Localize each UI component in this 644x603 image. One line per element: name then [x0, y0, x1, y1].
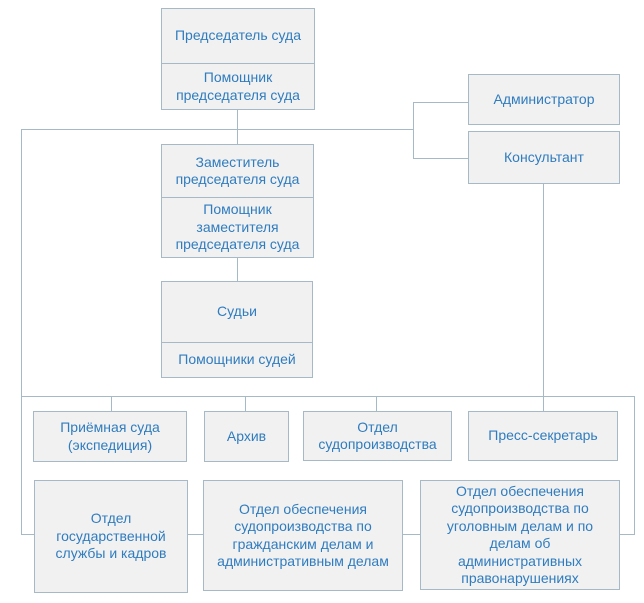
node-chairman-assistant: Помощник председателя суда: [162, 63, 314, 109]
node-archive: Архив: [204, 411, 289, 462]
node-group-judges: Судьи Помощники судей: [161, 281, 313, 378]
connector-trunk-bottom-horizontal: [21, 396, 635, 397]
connector-drop-archive: [245, 396, 246, 411]
connector-civil-cases-to-criminal-cases: [403, 534, 420, 535]
node-civil-cases-dept: Отдел обеспечения судопроизводства по гр…: [203, 480, 403, 591]
connector-to-administrator: [413, 102, 468, 103]
node-judges: Судьи: [217, 303, 257, 320]
node-administrator: Администратор: [468, 74, 620, 125]
node-civil-service-dept: Отдел государственной службы и кадров: [34, 480, 188, 593]
node-judges-assistants: Помощники судей: [162, 342, 312, 377]
node-group-chairman: Председатель суда Помощник председателя …: [161, 8, 315, 110]
node-proceedings-dept: Отдел судопроизводства: [303, 411, 452, 461]
node-reception: Приёмная суда (экспедиция): [33, 411, 187, 462]
node-deputy-assistant: Помощник заместителя председателя суда: [162, 197, 313, 257]
connector-deputy-to-judges: [237, 258, 238, 281]
node-consultant: Консультант: [468, 131, 620, 184]
connector-chairman-to-deputy: [237, 110, 238, 144]
node-group-deputy: Заместитель председателя суда Помощник з…: [161, 144, 314, 258]
connector-right-edge-vertical: [634, 396, 635, 535]
node-deputy-chairman: Заместитель председателя суда: [175, 153, 300, 188]
connector-elbow-civil-service-dept: [21, 534, 34, 535]
connector-to-consultant: [413, 158, 468, 159]
connector-consultant-to-press-secretary: [543, 184, 544, 411]
connector-civil-service-to-civil-cases: [188, 534, 203, 535]
connector-left-trunk-vertical: [21, 129, 22, 535]
connector-drop-proceedings: [376, 396, 377, 411]
connector-elbow-criminal-dept: [620, 534, 635, 535]
node-criminal-cases-dept: Отдел обеспечения судопроизводства по уг…: [420, 480, 620, 590]
connector-trunk-top-horizontal: [21, 129, 414, 130]
node-press-secretary: Пресс-секретарь: [468, 411, 618, 461]
node-chairman: Председатель суда: [174, 27, 302, 44]
connector-right-bracket-vertical: [413, 102, 414, 159]
connector-drop-reception: [111, 396, 112, 411]
